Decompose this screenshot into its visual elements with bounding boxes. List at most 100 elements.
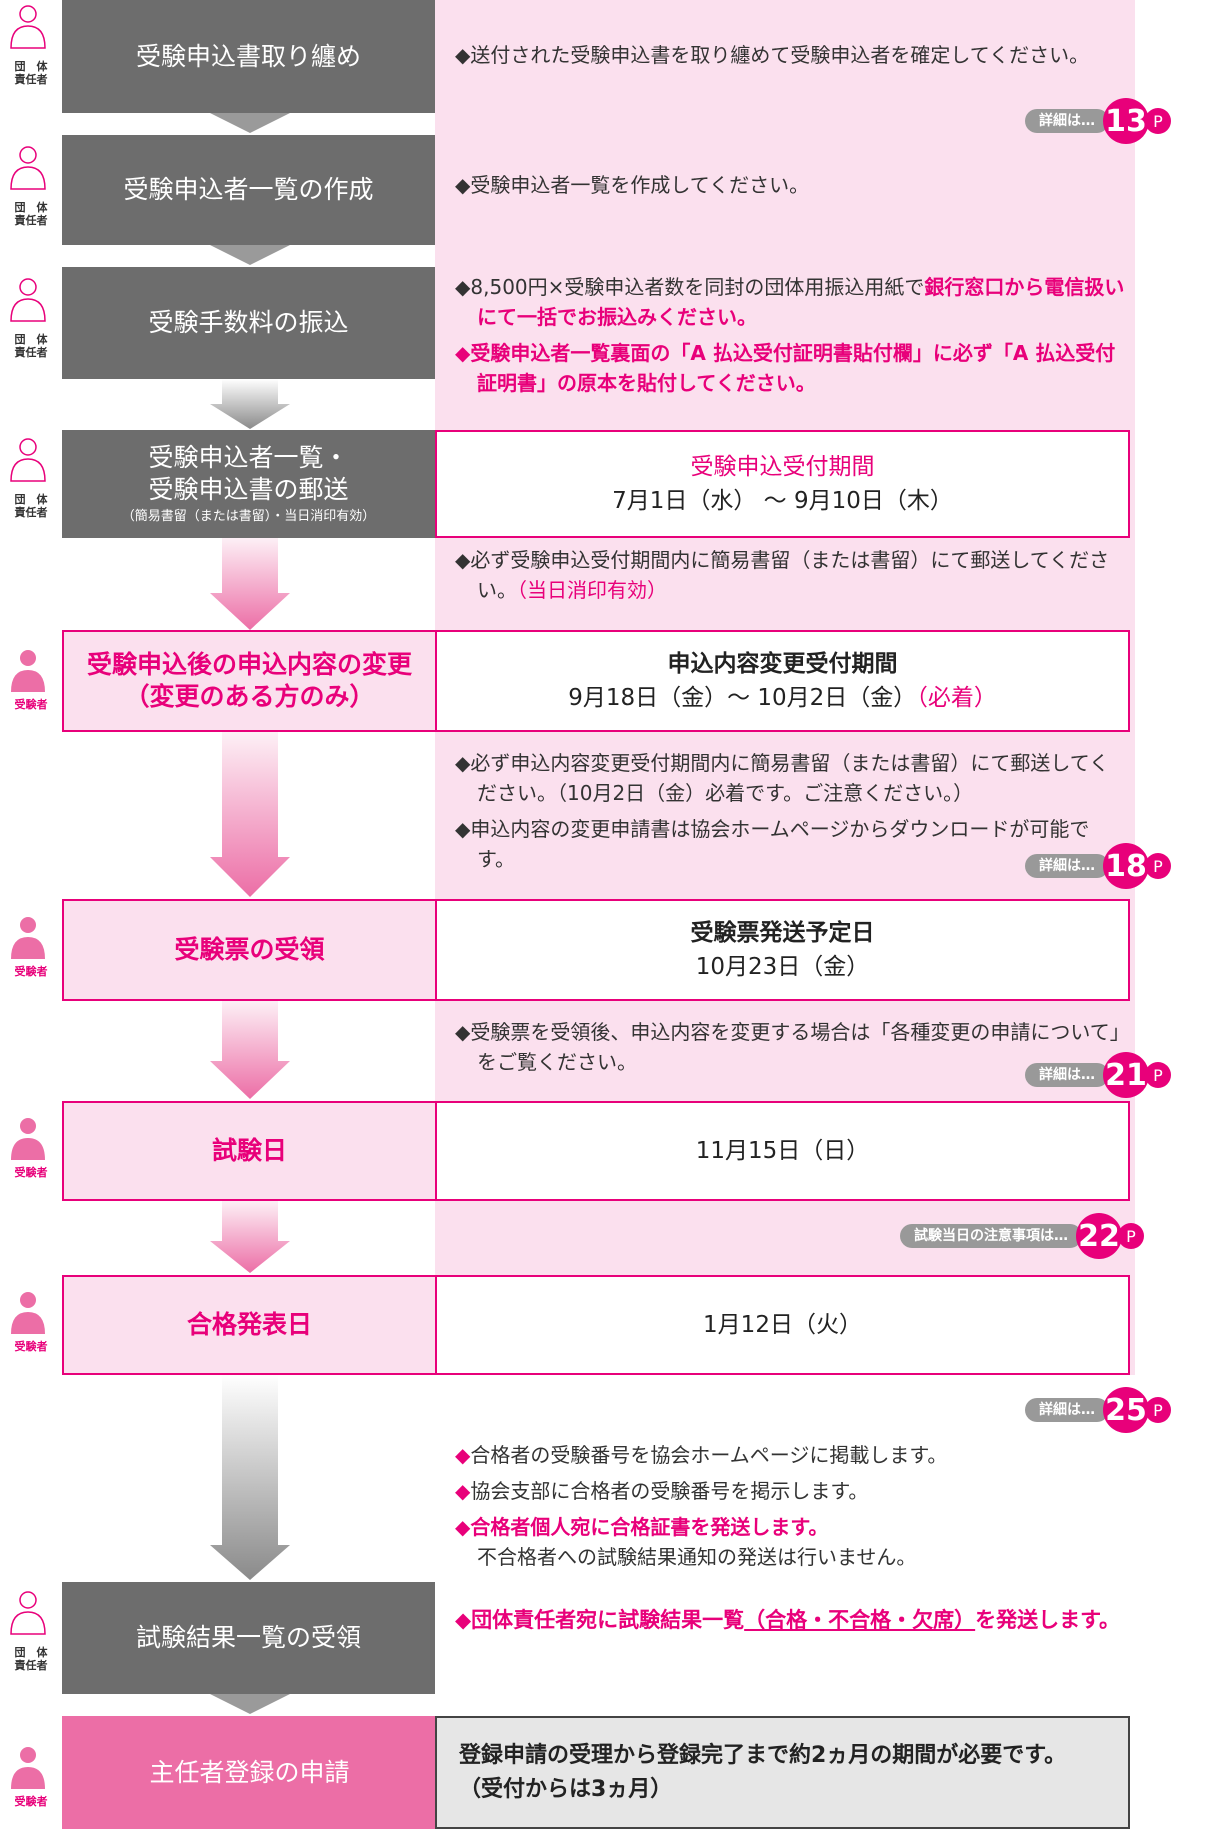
- role-label-b: 責任者: [14, 346, 48, 359]
- role-label-b: 責任者: [14, 506, 48, 519]
- box-date-row: 9月18日（金）～ 10月2日（金）（必着）: [568, 681, 997, 715]
- arrow-down-icon: [210, 1001, 290, 1099]
- ref-page-number: 22: [1076, 1213, 1122, 1259]
- note-results-list-c: を発送します。: [975, 1608, 1121, 1632]
- note-results-a: ◆合格者の受験番号を協会ホームページに掲載します。: [455, 1440, 1125, 1470]
- step-change-application: 受験申込後の申込内容の変更 （変更のある方のみ）: [62, 630, 437, 732]
- step-manager-registration: 主任者登録の申請: [62, 1716, 437, 1829]
- ref-page-13[interactable]: 詳細は… 13 P: [1025, 98, 1171, 144]
- ticket-date-box: 受験票発送予定日 10月23日（金）: [435, 899, 1130, 1001]
- step-collect-applications: 受験申込書取り纏め: [62, 0, 435, 113]
- arrow-down-icon: [210, 1201, 290, 1273]
- ref-page-21[interactable]: 詳細は… 21 P: [1025, 1052, 1171, 1098]
- note-change-b: ◆申込内容の変更申請書は協会ホームページからダウンロードが可能です。: [455, 817, 1090, 871]
- box-note: （必着）: [916, 685, 997, 711]
- box-title: 受験申込受付期間: [690, 454, 875, 480]
- arrow-down-icon: [210, 1375, 290, 1580]
- step-title: 試験結果一覧の受領: [135, 1623, 361, 1652]
- note-text: ◆団体責任者宛に試験結果一覧（合格・不合格・欠席）を発送します。: [455, 1605, 1125, 1635]
- arrow-down-icon: [210, 379, 290, 429]
- group-leader-icon: 団 体 責任者: [8, 1590, 54, 1672]
- role-label: 受験者: [14, 698, 48, 711]
- ref-label: 詳細は…: [1025, 109, 1109, 133]
- ref-label: 詳細は…: [1025, 1398, 1109, 1422]
- step-title: 主任者登録の申請: [149, 1757, 350, 1787]
- role-label: 受験者: [14, 1166, 48, 1179]
- examinee-icon: 受験者: [8, 915, 54, 978]
- ref-page-22[interactable]: 試験当日の注意事項は… 22 P: [900, 1213, 1144, 1259]
- note-collect: ◆送付された受験申込書を取り纏めて受験申込者を確定してください。: [455, 40, 1120, 76]
- ref-p: P: [1145, 1062, 1171, 1088]
- ref-label: 詳細は…: [1025, 1063, 1109, 1087]
- examinee-icon: 受験者: [8, 648, 54, 711]
- arrow-down-icon: [210, 245, 290, 265]
- ref-page-number: 18: [1103, 843, 1149, 889]
- step-exam-day: 試験日: [62, 1101, 437, 1201]
- arrow-down-icon: [210, 732, 290, 897]
- diamond-icon: ◆: [455, 1479, 471, 1503]
- note-text: ◆8,500円×受験申込者数を同封の団体用振込用紙で銀行窓口から電信扱いにて一括…: [455, 272, 1125, 332]
- ref-page-25[interactable]: 詳細は… 25 P: [1025, 1387, 1171, 1433]
- step-receive-ticket: 受験票の受領: [62, 899, 437, 1001]
- note-ticket: ◆受験票を受領後、申込内容を変更する場合は「各種変更の申請について」をご覧くださ…: [455, 1017, 1125, 1083]
- box-date: 1月12日（火）: [703, 1312, 862, 1338]
- box-title: 申込内容変更受付期間: [667, 651, 898, 677]
- note-mail-a: ◆必ず受験申込受付期間内に簡易書留（または書留）にて郵送してください。: [455, 548, 1110, 602]
- note-results-c: ◆合格者個人宛に合格証書を発送します。: [455, 1512, 1125, 1542]
- step-title: 受験手数料の振込: [148, 308, 349, 337]
- box-text-a: 登録申請の受理から登録完了まで約2ヵ月の期間が必要です。: [459, 1742, 1067, 1768]
- note-text: 合格者個人宛に合格証書を発送します。: [470, 1515, 829, 1539]
- note-fee: ◆8,500円×受験申込者数を同封の団体用振込用紙で銀行窓口から電信扱いにて一括…: [455, 272, 1125, 404]
- step-title-1: 受験申込後の申込内容の変更: [86, 650, 412, 679]
- note-results-list-b: （合格・不合格・欠席）: [744, 1608, 976, 1632]
- note-text: 協会支部に合格者の受験番号を掲示します。: [470, 1479, 869, 1503]
- exam-date-box: 11月15日（日）: [435, 1101, 1130, 1201]
- ref-label: 詳細は…: [1025, 854, 1109, 878]
- step-receive-results-list: 試験結果一覧の受領: [62, 1582, 435, 1694]
- note-text: ◆送付された受験申込書を取り纏めて受験申込者を確定してください。: [455, 43, 1090, 67]
- group-leader-icon: 団 体 責任者: [8, 4, 54, 86]
- arrow-down-icon: [210, 538, 290, 630]
- role-label-a: 団 体: [14, 493, 48, 506]
- step-title: 試験日: [211, 1136, 287, 1165]
- note-results: ◆合格者の受験番号を協会ホームページに掲載します。 ◆協会支部に合格者の受験番号…: [455, 1440, 1125, 1578]
- note-fee-b: 銀行窓口から電信扱いにて一括でお振込みください。: [477, 275, 1125, 329]
- step-title: 受験申込書取り纏め: [135, 41, 361, 71]
- group-leader-icon: 団 体 責任者: [8, 145, 54, 227]
- note-text: ◆受験票を受領後、申込内容を変更する場合は「各種変更の申請について」をご覧くださ…: [455, 1020, 1120, 1074]
- step-title: 合格発表日: [186, 1310, 312, 1339]
- step-create-applicant-list: 受験申込者一覧の作成: [62, 135, 435, 245]
- box-text-b: （受付からは3ヵ月）: [459, 1776, 673, 1802]
- diamond-icon: ◆: [455, 1515, 471, 1539]
- step-subtitle: （簡易書留（または書留）・当日消印有効）: [121, 509, 376, 524]
- ref-page-number: 13: [1103, 98, 1149, 144]
- box-date: 7月1日（水） ～ 9月10日（木）: [612, 488, 953, 514]
- note-results-list: ◆団体責任者宛に試験結果一覧（合格・不合格・欠席）を発送します。: [455, 1605, 1125, 1641]
- box-title: 受験票発送予定日: [690, 920, 875, 946]
- group-leader-icon: 団 体 責任者: [8, 437, 54, 519]
- role-label-a: 団 体: [14, 201, 48, 214]
- note-results-list-a: ◆団体責任者宛に試験結果一覧: [455, 1608, 745, 1632]
- application-period-box: 受験申込受付期間 7月1日（水） ～ 9月10日（木）: [435, 430, 1130, 538]
- note-fee-a: ◆8,500円×受験申込者数を同封の団体用振込用紙で: [455, 275, 925, 299]
- role-label: 受験者: [14, 965, 48, 978]
- role-label-a: 団 体: [14, 60, 48, 73]
- step-title-2: 受験申込書の郵送: [148, 475, 349, 504]
- step-title-1: 受験申込者一覧・: [148, 443, 349, 472]
- announcement-date-box: 1月12日（火）: [435, 1275, 1130, 1375]
- step-title-2: （変更のある方のみ）: [124, 682, 375, 711]
- role-label: 受験者: [14, 1795, 48, 1808]
- ref-p: P: [1118, 1223, 1144, 1249]
- note-change-a: ◆必ず申込内容変更受付期間内に簡易書留（または書留）にて郵送してください。（10…: [455, 751, 1110, 805]
- ref-p: P: [1145, 108, 1171, 134]
- examinee-icon: 受験者: [8, 1745, 54, 1808]
- ref-page-number: 25: [1103, 1387, 1149, 1433]
- note-text: ◆受験申込者一覧を作成してください。: [455, 173, 810, 197]
- note-text: ◆必ず受験申込受付期間内に簡易書留（または書留）にて郵送してください。（当日消印…: [455, 545, 1125, 605]
- note-create-list: ◆受験申込者一覧を作成してください。: [455, 170, 1120, 206]
- role-label-b: 責任者: [14, 73, 48, 86]
- ref-p: P: [1145, 1397, 1171, 1423]
- box-date: 11月15日（日）: [695, 1138, 870, 1164]
- ref-page-18[interactable]: 詳細は… 18 P: [1025, 843, 1171, 889]
- step-results-announcement: 合格発表日: [62, 1275, 437, 1375]
